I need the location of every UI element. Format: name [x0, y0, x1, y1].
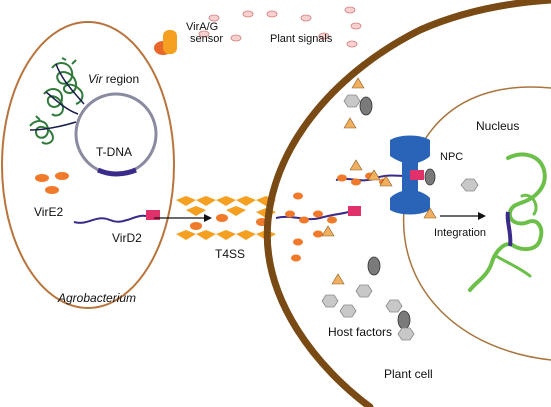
vire2-label: VirE2: [34, 205, 63, 219]
vir-region-backbone: [29, 63, 85, 131]
host-factor-ovals: [359, 96, 411, 330]
host-factor-triangles: [321, 77, 365, 285]
sensor-label-line2: sensor: [190, 33, 223, 45]
host-triangles-at-npc: [349, 159, 393, 187]
t4ss-channel: [176, 196, 276, 240]
host-oval-at-npc: [424, 168, 436, 186]
vird2-label: VirD2: [112, 231, 142, 245]
tdna-strand-bacterium: [73, 214, 147, 224]
vir-region-label: Vir region: [88, 72, 139, 86]
integrated-tdna: [505, 211, 513, 247]
agrobacterium-label: Agrobacterium: [57, 291, 136, 305]
vira-g-sensor: [154, 30, 177, 55]
plant-cell-wall: [263, 0, 551, 407]
integration-arrow: [440, 212, 486, 220]
host-factors-label: Host factors: [328, 325, 392, 339]
tdna-segment: [96, 167, 137, 177]
vire2-coated-tdna: [285, 192, 337, 262]
plant-signals-label: Plant signals: [270, 33, 333, 45]
plant-signal-molecules: [198, 6, 362, 48]
tdna-label: T-DNA: [96, 145, 132, 159]
host-hexagon-nucleus: [460, 178, 479, 192]
host-factor-hexagons: [321, 94, 415, 341]
host-triangle-nucleus: [423, 207, 437, 219]
ti-plasmid: [74, 92, 158, 176]
vird2-protein-cytoplasm: [348, 206, 361, 216]
vire2-in-channel: [190, 214, 268, 230]
host-chromosome: [468, 152, 547, 292]
sensor-label-line1: VirA/G: [186, 21, 218, 33]
npc-label: NPC: [440, 151, 463, 163]
vire2-proteins-bacterium: [35, 172, 69, 194]
vir-region-genes: [29, 57, 84, 145]
nucleus-label: Nucleus: [476, 119, 519, 133]
transfer-arrow: [154, 214, 212, 222]
t4ss-label: T4SS: [215, 247, 245, 261]
vird2-at-npc: [410, 170, 424, 180]
agrobacterium-cell: [1, 21, 175, 309]
integration-label: Integration: [434, 227, 486, 239]
chromosome-loops: [494, 193, 538, 278]
plant-cell-label: Plant cell: [384, 367, 433, 381]
vird2-protein-bacterium: [146, 210, 160, 220]
